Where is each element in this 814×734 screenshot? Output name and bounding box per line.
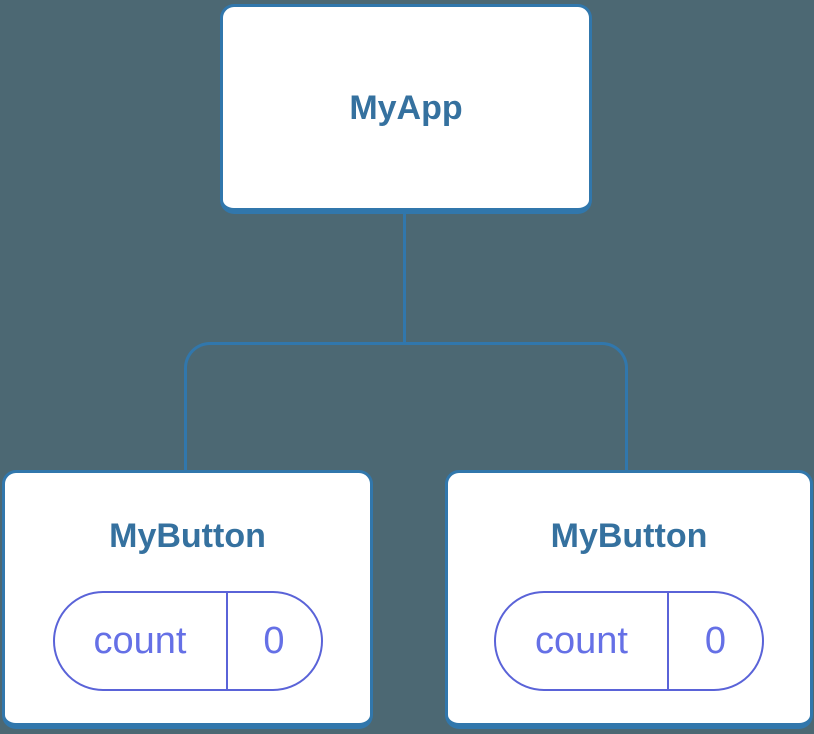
node-myapp-label: MyApp <box>349 88 463 127</box>
state-pill-2: count 0 <box>494 591 764 691</box>
connector-stem <box>403 214 406 345</box>
node-mybutton-2: MyButton count 0 <box>445 470 813 729</box>
state-value: 0 <box>704 619 727 662</box>
node-myapp: MyApp <box>220 4 592 214</box>
connector-bracket <box>184 342 628 470</box>
state-pill-1: count 0 <box>52 591 323 691</box>
state-key-label: count <box>55 593 228 689</box>
state-key-label: count <box>496 593 669 689</box>
node-mybutton-1-label: MyButton <box>109 517 266 555</box>
node-mybutton-2-label: MyButton <box>550 517 708 555</box>
node-mybutton-1: MyButton count 0 <box>2 470 373 729</box>
state-value: 0 <box>263 619 285 662</box>
